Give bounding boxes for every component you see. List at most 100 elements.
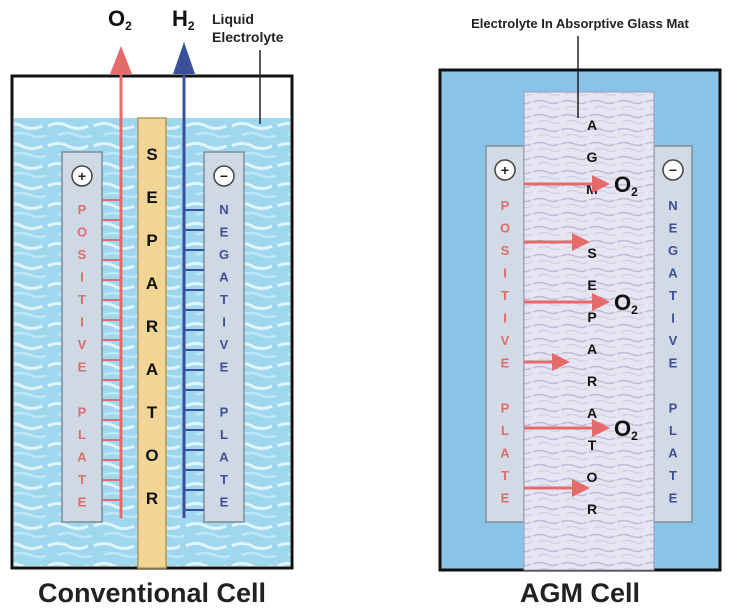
- negative-plate: [203, 151, 245, 523]
- plate-letter: E: [669, 491, 678, 506]
- plate-letter: A: [77, 450, 87, 465]
- oxygen-arrow-icon: [572, 479, 590, 497]
- plate-letter: V: [78, 337, 87, 352]
- plate-letter: P: [501, 198, 510, 213]
- negative-sign: −: [220, 168, 228, 184]
- positive-terminal-icon: [71, 165, 93, 187]
- agm-negative-sign: −: [669, 162, 677, 178]
- plate-letter: E: [78, 360, 87, 375]
- agm-letter: R: [587, 373, 597, 389]
- agm-letter: T: [588, 437, 597, 453]
- negative-terminal-icon: [213, 165, 235, 187]
- separator-letter: A: [146, 274, 158, 293]
- oxygen-arrow-icon: [592, 175, 610, 193]
- separator-letter: R: [146, 489, 158, 508]
- conventional-caption: Conventional Cell: [38, 578, 266, 608]
- plate-letter: T: [78, 292, 86, 307]
- plate-letter: L: [78, 427, 86, 442]
- agm-caption: AGM Cell: [520, 578, 640, 608]
- plate-letter: I: [80, 270, 84, 285]
- plate-letter: A: [219, 270, 229, 285]
- plate-letter: I: [503, 311, 507, 326]
- agm-letter: E: [587, 277, 596, 293]
- plate-letter: E: [669, 221, 678, 236]
- agm-negative-plate: [653, 145, 693, 523]
- plate-letter: T: [669, 288, 677, 303]
- plate-letter: L: [220, 427, 228, 442]
- plate-letter: G: [219, 247, 229, 262]
- plate-letter: P: [78, 405, 87, 420]
- agm-letter: A: [587, 405, 597, 421]
- plate-letter: T: [78, 472, 86, 487]
- oxygen-arrow-icon: [552, 353, 570, 371]
- agm-o2-label: O2: [614, 290, 638, 317]
- plate-letter: E: [669, 356, 678, 371]
- separator-letter: T: [147, 403, 158, 422]
- agm-letter: P: [587, 309, 596, 325]
- plate-letter: I: [503, 266, 507, 281]
- plate-letter: O: [500, 221, 510, 236]
- plate-letter: L: [669, 423, 677, 438]
- plate-letter: E: [501, 356, 510, 371]
- plate-letter: A: [668, 266, 678, 281]
- plate-letter: A: [219, 450, 229, 465]
- plate-letter: P: [78, 202, 87, 217]
- plate-letter: P: [501, 401, 510, 416]
- separator-letter: P: [146, 231, 157, 250]
- oxygen-arrow-icon: [110, 46, 132, 74]
- plate-letter: I: [80, 315, 84, 330]
- plate-letter: E: [220, 225, 229, 240]
- agm-letter: G: [587, 149, 598, 165]
- agm-negative-terminal-icon: [662, 159, 684, 181]
- plate-letter: V: [501, 333, 510, 348]
- plate-letter: L: [501, 423, 509, 438]
- agm-positive-terminal-icon: [494, 159, 516, 181]
- agm-letter: S: [587, 245, 596, 261]
- plate-letter: O: [77, 225, 87, 240]
- plate-letter: T: [501, 288, 509, 303]
- agm-letter: A: [587, 117, 597, 133]
- plate-letter: N: [668, 198, 677, 213]
- oxygen-arrow-icon: [572, 233, 590, 251]
- plate-letter: E: [220, 495, 229, 510]
- agm-letter: R: [587, 501, 597, 517]
- liquid-label-line2: Electrolyte: [212, 29, 284, 45]
- oxygen-arrow-icon: [592, 293, 610, 311]
- separator-letter: O: [145, 446, 158, 465]
- plate-letter: V: [669, 333, 678, 348]
- h2-label: H2: [172, 6, 195, 33]
- plate-letter: I: [222, 315, 226, 330]
- plate-letter: S: [78, 247, 87, 262]
- mat-label: Electrolyte In Absorptive Glass Mat: [471, 16, 689, 31]
- separator-letter: A: [146, 360, 158, 379]
- oxygen-arrow-icon: [592, 419, 610, 437]
- separator-letter: S: [146, 145, 157, 164]
- agm-letter: O: [587, 469, 598, 485]
- plate-letter: T: [220, 472, 228, 487]
- separator-letter: R: [146, 317, 158, 336]
- agm-o2-label: O2: [614, 172, 638, 199]
- hydrogen-arrow-icon: [173, 42, 195, 74]
- plate-letter: T: [501, 468, 509, 483]
- plate-letter: A: [668, 446, 678, 461]
- liquid-label-line1: Liquid: [212, 11, 254, 27]
- plate-letter: T: [669, 468, 677, 483]
- agm-positive-sign: +: [501, 162, 509, 178]
- plate-letter: G: [668, 243, 678, 258]
- plate-letter: S: [501, 243, 510, 258]
- plate-letter: I: [671, 311, 675, 326]
- absorptive-glass-mat: [523, 91, 655, 571]
- plate-letter: T: [220, 292, 228, 307]
- plate-letter: P: [220, 405, 229, 420]
- positive-plate: [61, 151, 103, 523]
- positive-sign: +: [78, 168, 86, 184]
- separator: [137, 117, 167, 569]
